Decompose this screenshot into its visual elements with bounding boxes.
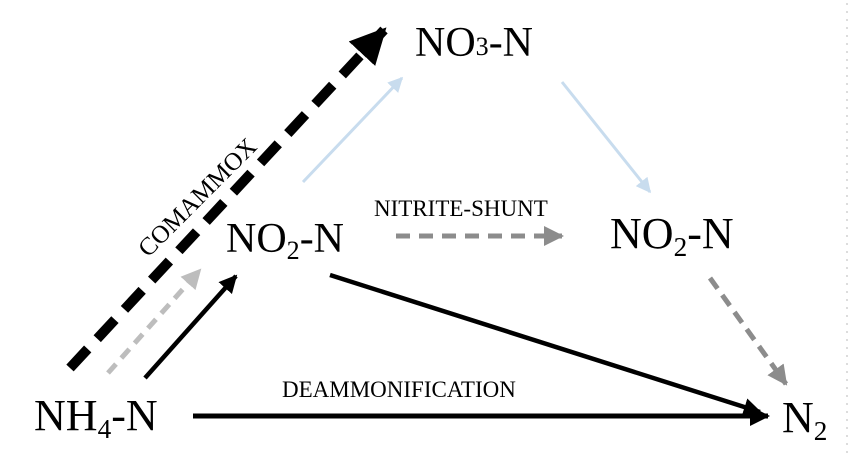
no3-main: NO [415,20,476,66]
no2-right-sub: 2 [673,231,688,262]
no2-left-sub: 2 [286,236,300,266]
nh4-suffix: -N [111,391,158,440]
nitrite-shunt-label: NITRITE-SHUNT [374,196,548,221]
node-nh4: NH4-N [34,391,158,443]
nh4-to-no2-dashed-arrow [106,268,202,375]
node-no2-left: NO2-N [226,216,345,264]
no2-to-n2-dashed-arrow [707,276,789,386]
nitrate-reduction-arrow [560,81,652,194]
no2-right-suffix: -N [687,209,734,258]
no3-digit: 3 [475,32,489,62]
n2-main: N [782,393,814,442]
nh4-sub: 4 [97,413,112,444]
node-n2: N2 [782,393,827,445]
node-no2-right: NO2-N [610,209,734,261]
nitritation-to-nitrate-arrow [301,76,404,184]
no2-right-main: NO [610,209,674,258]
no2-left-suffix: -N [299,216,345,262]
nh4-to-no2-solid-arrow [143,274,238,380]
deammonification-label: DEAMMONIFICATION [282,377,516,402]
n2-sub: 2 [813,415,828,446]
comammox-arrow [66,26,388,372]
nh4-main: NH [34,391,98,440]
page-edge-dots [840,0,850,459]
node-no3: NO3-N [415,22,533,64]
no3-suffix: -N [488,20,534,66]
no2-to-n2-solid-arrow [329,272,762,416]
no2-left-main: NO [226,216,287,262]
